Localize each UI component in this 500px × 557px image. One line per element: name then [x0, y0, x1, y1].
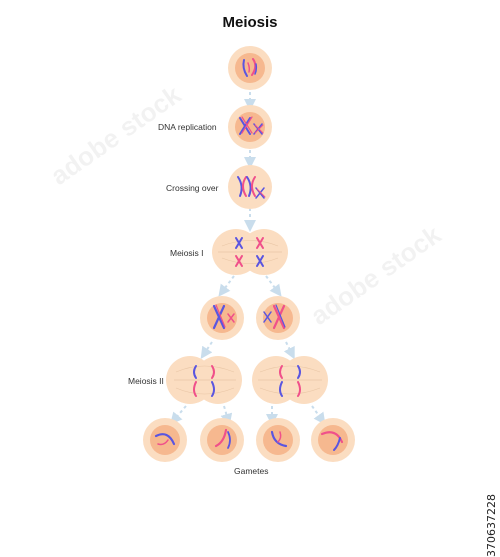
- diagram-title: Meiosis: [222, 14, 278, 31]
- arrow-4: [218, 275, 235, 297]
- cell-initial: [228, 46, 272, 90]
- cell-crossing-over: [228, 165, 272, 209]
- cell-daughter-left: [200, 296, 244, 340]
- meiosis-diagram: [143, 46, 355, 462]
- cell-daughter-right: [256, 296, 300, 340]
- arrow-11: [311, 405, 326, 425]
- cell-meiosis-1: [212, 229, 288, 275]
- gamete-2: [200, 418, 244, 462]
- label-gametes: Gametes: [234, 466, 269, 476]
- gamete-3: [256, 418, 300, 462]
- arrow-7: [283, 341, 295, 360]
- cell-dna-replication: [228, 105, 272, 149]
- arrow-5: [265, 275, 282, 297]
- gamete-1: [143, 418, 187, 462]
- label-meiosis-1: Meiosis I: [170, 248, 204, 258]
- label-dna-replication: DNA replication: [158, 122, 217, 132]
- label-crossing-over: Crossing over: [166, 183, 219, 193]
- gamete-4: [311, 418, 355, 462]
- cell-meiosis-2-right: [252, 356, 328, 404]
- arrow-8: [170, 405, 187, 425]
- label-meiosis-2: Meiosis II: [128, 376, 164, 386]
- stock-id: 370637228: [485, 494, 498, 557]
- arrow-9: [220, 405, 233, 426]
- arrow-6: [200, 341, 213, 359]
- cell-meiosis-2-left: [166, 356, 242, 404]
- arrows: [170, 92, 326, 426]
